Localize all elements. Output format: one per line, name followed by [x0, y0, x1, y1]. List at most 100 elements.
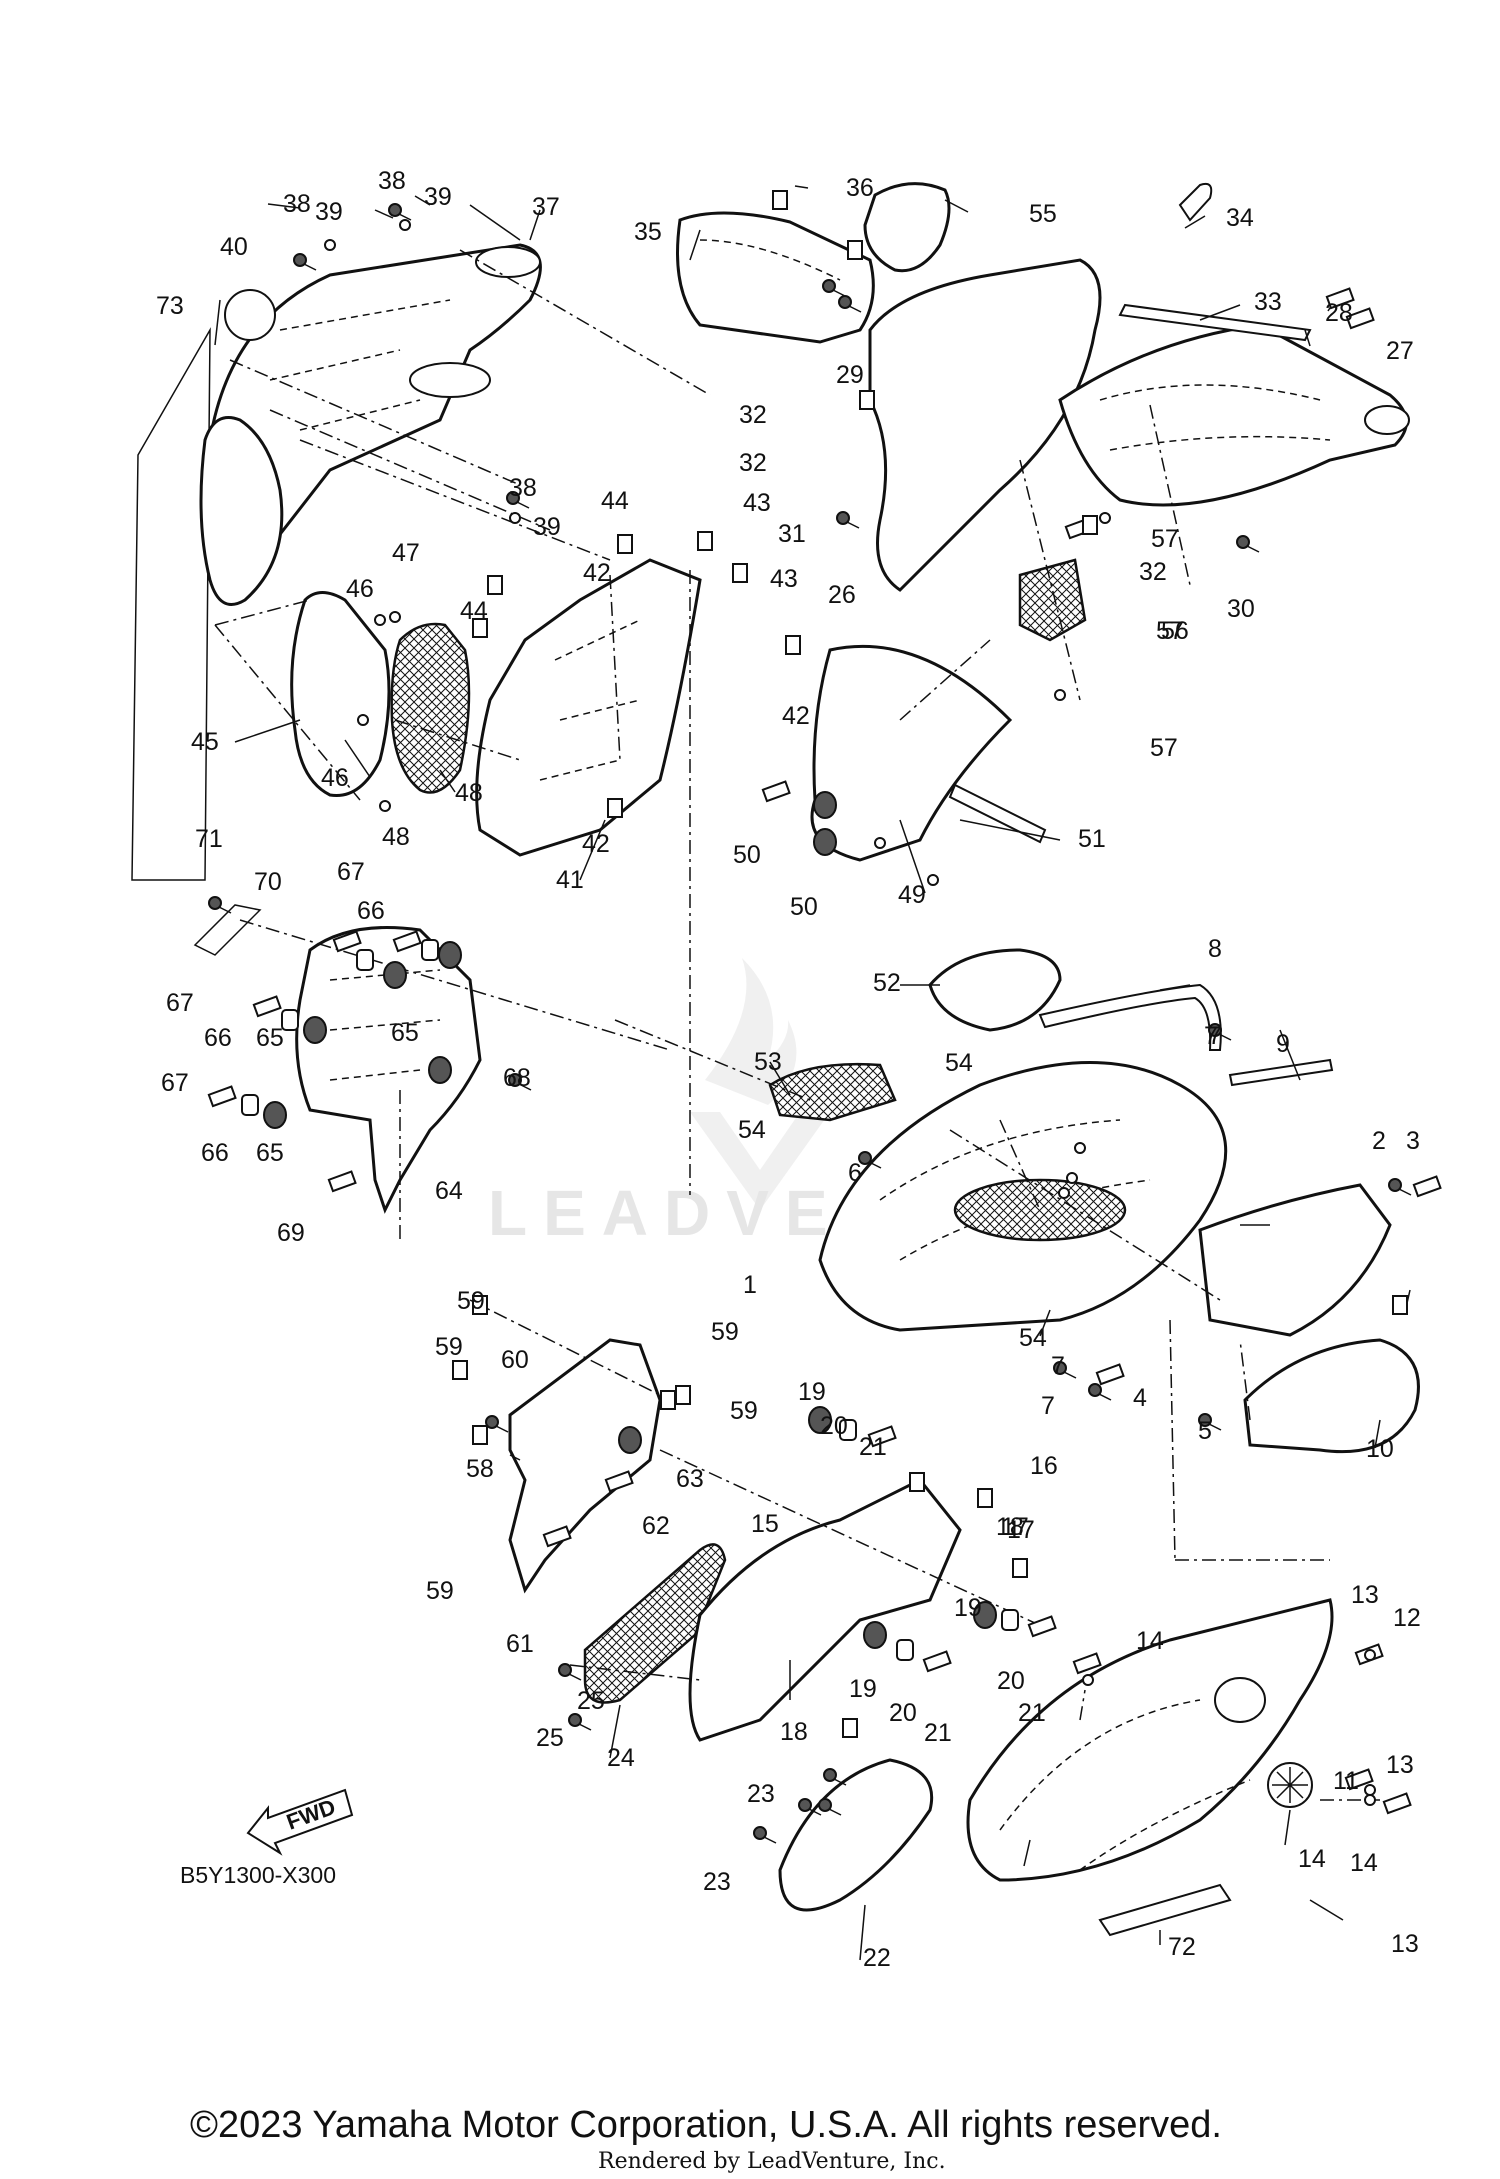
callout-label-46: 46	[346, 575, 374, 603]
fastener-52	[241, 1094, 259, 1116]
callout-label-26: 26	[828, 581, 856, 609]
fastener-98	[1074, 1142, 1086, 1154]
fastener-14	[1082, 1674, 1094, 1686]
callout-label-62: 62	[642, 1512, 670, 1540]
callout-label-29: 29	[836, 361, 864, 389]
callout-label-22: 22	[863, 1944, 891, 1972]
callout-label-66: 66	[204, 1024, 232, 1052]
callout-label-66: 66	[357, 897, 385, 925]
callout-label-42: 42	[582, 830, 610, 858]
leader-line-39	[344, 739, 371, 778]
cover-10	[1243, 1338, 1420, 1454]
fastener-59	[508, 1073, 532, 1091]
callout-label-17: 17	[1007, 1516, 1035, 1544]
fastener-61	[293, 253, 317, 271]
fastener-45	[332, 930, 362, 953]
callout-label-63: 63	[676, 1465, 704, 1493]
callout-label-23: 23	[703, 1868, 731, 1896]
leader-line-33	[1199, 304, 1241, 321]
fastener-72	[472, 618, 488, 638]
callout-label-67: 67	[166, 989, 194, 1017]
fastener-51	[207, 1085, 237, 1108]
callout-label-7: 7	[1041, 1392, 1055, 1420]
leader-line-5	[299, 439, 611, 561]
callout-label-43: 43	[743, 489, 771, 517]
fastener-89	[1236, 535, 1260, 553]
callout-label-67: 67	[161, 1069, 189, 1097]
callout-label-12: 12	[1393, 1604, 1421, 1632]
fastener-16	[1364, 1794, 1376, 1806]
callout-label-24: 24	[607, 1744, 635, 1772]
fastener-1	[1412, 1175, 1442, 1198]
callout-label-37: 37	[532, 193, 560, 221]
fastener-97	[1066, 1172, 1078, 1184]
fastener-50	[303, 1016, 327, 1044]
fastener-54	[392, 930, 422, 953]
callout-label-28: 28	[1325, 299, 1353, 327]
fastener-63	[388, 203, 412, 221]
fastener-55	[421, 939, 439, 961]
fastener-32	[568, 1713, 592, 1731]
fastener-3	[1198, 1413, 1222, 1431]
callout-label-53: 53	[754, 1048, 782, 1076]
callout-label-19: 19	[954, 1594, 982, 1622]
leader-line-11	[1149, 404, 1191, 586]
fastener-80	[836, 511, 860, 529]
fastener-57	[428, 1056, 452, 1084]
fastener-78	[822, 279, 846, 297]
callout-label-18: 18	[996, 1513, 1024, 1541]
fastener-33	[558, 1663, 582, 1681]
fastener-75	[357, 714, 369, 726]
fastener-4	[858, 1151, 882, 1169]
lens-cover-45	[290, 591, 391, 798]
callout-label-43: 43	[770, 565, 798, 593]
fastener-24	[896, 1639, 914, 1661]
leader-line-4	[459, 249, 711, 396]
callout-label-54: 54	[738, 1116, 766, 1144]
leader-line-56	[859, 1904, 866, 1961]
callout-label-14: 14	[1136, 1627, 1164, 1655]
callout-label-31: 31	[778, 520, 806, 548]
leader-line-30	[794, 185, 809, 189]
callout-label-10: 10	[1366, 1435, 1394, 1463]
leader-line-27	[414, 195, 431, 206]
fastener-87	[1325, 287, 1355, 310]
leader-line-8	[239, 919, 671, 1051]
callout-label-65: 65	[256, 1139, 284, 1167]
leader-line-42	[899, 819, 926, 894]
callout-label-73: 73	[156, 292, 184, 320]
fastener-70	[785, 635, 801, 655]
emblem-72	[1098, 1883, 1232, 1937]
callout-label-23: 23	[747, 1780, 775, 1808]
fastener-30	[823, 1768, 847, 1786]
callout-label-39: 39	[315, 198, 343, 226]
leader-line-28	[469, 204, 521, 241]
tank-opening	[953, 1178, 1127, 1242]
leader-line-45	[769, 1061, 791, 1096]
callout-label-19: 19	[849, 1675, 877, 1703]
callout-label-14: 14	[1298, 1845, 1326, 1873]
callout-label-30: 30	[1227, 595, 1255, 623]
callout-label-21: 21	[924, 1719, 952, 1747]
leader-line-1	[214, 624, 361, 801]
callout-label-11: 11	[1333, 1767, 1359, 1795]
callout-label-68: 68	[503, 1064, 531, 1092]
fastener-10	[1364, 1784, 1376, 1796]
fastener-17	[808, 1406, 832, 1434]
callout-label-38: 38	[378, 167, 406, 195]
leader-line-49	[1374, 1419, 1381, 1449]
fastener-41	[604, 1470, 634, 1493]
callout-label-36: 36	[846, 174, 874, 202]
fastener-28	[1012, 1558, 1028, 1578]
fastener-23	[863, 1621, 887, 1649]
duct-22	[778, 1758, 934, 1912]
fastener-76	[389, 611, 401, 623]
fastener-37	[660, 1390, 676, 1410]
callout-label-47: 47	[392, 539, 420, 567]
trim-8	[1038, 983, 1222, 1051]
callout-label-4: 4	[1133, 1384, 1147, 1412]
fastener-90	[1082, 515, 1098, 535]
fastener-64	[399, 219, 411, 231]
leader-line-38	[234, 719, 301, 743]
